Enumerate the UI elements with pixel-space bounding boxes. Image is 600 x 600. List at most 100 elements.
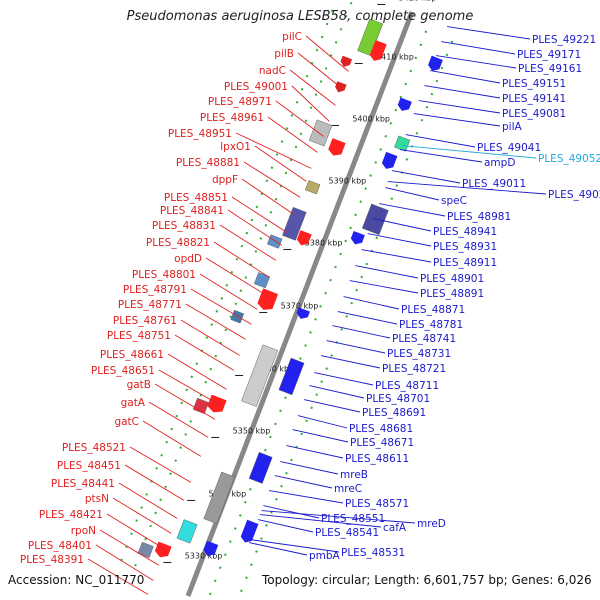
leader-line-right bbox=[280, 461, 339, 475]
gene-label-left: PLES_48391 bbox=[20, 554, 84, 566]
leader-line-left bbox=[99, 529, 160, 566]
gene-label-right: PLES_49011 bbox=[462, 178, 526, 190]
gene-label-right: mreC bbox=[334, 483, 362, 495]
gene-label-right: cafA bbox=[383, 522, 407, 534]
gene-label-right: PLES_48551 bbox=[321, 513, 385, 525]
scale-tick-label: 5350 kbp bbox=[233, 426, 271, 435]
gene-label-left: ptsN bbox=[85, 493, 109, 505]
leader-line-left bbox=[167, 353, 227, 390]
gene-label-left: PLES_48841 bbox=[160, 205, 224, 217]
gene-feature bbox=[335, 81, 347, 93]
leader-line-right bbox=[424, 85, 501, 99]
leader-line-right bbox=[361, 249, 432, 263]
gene-label-left: PLES_48791 bbox=[123, 284, 187, 296]
gene-label-right: PLES_48781 bbox=[399, 319, 463, 331]
leader-line-right bbox=[387, 181, 547, 195]
leader-line-right bbox=[297, 415, 348, 429]
gene-label-left: PLES_48801 bbox=[132, 269, 196, 281]
gene-label-right: PLES_48531 bbox=[341, 547, 405, 559]
gene-label-left: PLES_48831 bbox=[152, 220, 216, 232]
leader-line-left bbox=[305, 35, 349, 72]
gene-feature bbox=[253, 272, 270, 289]
gene-label-left: PLES_48771 bbox=[118, 299, 182, 311]
gene-label-left: PLES_48401 bbox=[28, 540, 92, 552]
leader-line-right bbox=[367, 233, 432, 247]
gene-label-highlighted: PLES_49052 bbox=[538, 153, 600, 165]
gene-block-shape bbox=[203, 471, 235, 524]
gene-block-shape bbox=[230, 309, 245, 324]
gene-feature bbox=[176, 519, 198, 544]
leader-line-left bbox=[118, 482, 178, 519]
leader-line-left bbox=[213, 241, 270, 278]
gene-feature bbox=[257, 288, 279, 310]
gene-feature bbox=[340, 55, 353, 67]
gene-arrow-shape bbox=[203, 540, 219, 556]
gene-labels: pilCpilBnadCPLES_49001PLES_48971PLES_489… bbox=[20, 31, 600, 566]
leader-line-left bbox=[180, 319, 240, 356]
gene-label-right: PLES_48901 bbox=[420, 273, 484, 285]
leader-line-left bbox=[231, 196, 288, 233]
gene-arrow-shape bbox=[257, 288, 279, 310]
map-title: Pseudomonas aeruginosa LESB58, complete … bbox=[126, 9, 474, 24]
gene-label-left: PLES_48971 bbox=[208, 96, 272, 108]
gene-arrow-shape bbox=[397, 97, 412, 111]
gene-feature bbox=[397, 97, 412, 111]
leader-line-right bbox=[249, 542, 308, 556]
leader-line-left bbox=[297, 52, 343, 89]
gene-arrow-shape bbox=[240, 519, 259, 543]
gene-label-left: gatC bbox=[114, 416, 139, 428]
gene-block-shape bbox=[176, 519, 198, 544]
leader-line-right bbox=[373, 218, 432, 232]
leader-line-right bbox=[337, 311, 398, 325]
gene-label-left: PLES_48441 bbox=[51, 478, 115, 490]
gene-label-left: PLES_48521 bbox=[62, 442, 126, 454]
leader-line-right bbox=[385, 187, 440, 201]
gene-label-left: dppF bbox=[212, 174, 238, 186]
gene-label-right: PLES_48871 bbox=[401, 304, 465, 316]
leader-line-left bbox=[174, 334, 235, 371]
gene-label-left: PLES_48851 bbox=[164, 192, 228, 204]
gene-label-right: PLES_48911 bbox=[433, 257, 497, 269]
leader-line-left bbox=[227, 209, 283, 246]
leader-line-right bbox=[259, 514, 382, 528]
leader-line-left bbox=[124, 464, 185, 501]
leader-line-left bbox=[154, 383, 216, 420]
gene-label-right: ampD bbox=[484, 157, 515, 169]
leader-line-right bbox=[309, 385, 365, 399]
gene-label-left: rpoN bbox=[71, 525, 96, 537]
leader-line-right bbox=[430, 70, 501, 84]
gene-feature bbox=[230, 309, 245, 324]
gene-label-right: PLES_49041 bbox=[477, 142, 541, 154]
leader-line-right bbox=[263, 505, 320, 519]
gene-label-left: PLES_48761 bbox=[113, 315, 177, 327]
leader-line-left bbox=[243, 161, 301, 198]
gene-block-shape bbox=[394, 135, 411, 152]
gene-label-right: PLES_48711 bbox=[375, 380, 439, 392]
gene-label-left: PLES_48421 bbox=[39, 509, 103, 521]
gene-feature bbox=[357, 18, 384, 56]
gene-block-shape bbox=[248, 452, 273, 484]
leader-line-left bbox=[275, 100, 324, 137]
leader-line-left bbox=[254, 145, 307, 182]
gene-arrow-shape bbox=[340, 55, 353, 67]
gene-arrow-shape bbox=[328, 138, 346, 156]
gene-feature bbox=[369, 40, 387, 61]
gene-label-right: pilA bbox=[502, 121, 522, 133]
gene-label-left: gatB bbox=[127, 379, 151, 391]
gene-label-left: PLES_48821 bbox=[146, 237, 210, 249]
leader-line-left bbox=[129, 446, 192, 483]
gene-feature bbox=[428, 55, 443, 71]
gene-block-shape bbox=[282, 207, 307, 241]
gene-label-left: PLES_48881 bbox=[176, 157, 240, 169]
leader-line-left bbox=[205, 257, 264, 294]
gene-label-right: PLES_48981 bbox=[447, 211, 511, 223]
leader-line-right bbox=[447, 26, 531, 40]
gene-label-right: PLES_49021 bbox=[548, 189, 600, 201]
gene-block-shape bbox=[357, 18, 384, 56]
leader-line-left bbox=[190, 288, 252, 325]
gene-block-shape bbox=[278, 357, 305, 396]
gene-label-right: PLES_48691 bbox=[362, 407, 426, 419]
gene-feature bbox=[278, 357, 305, 396]
